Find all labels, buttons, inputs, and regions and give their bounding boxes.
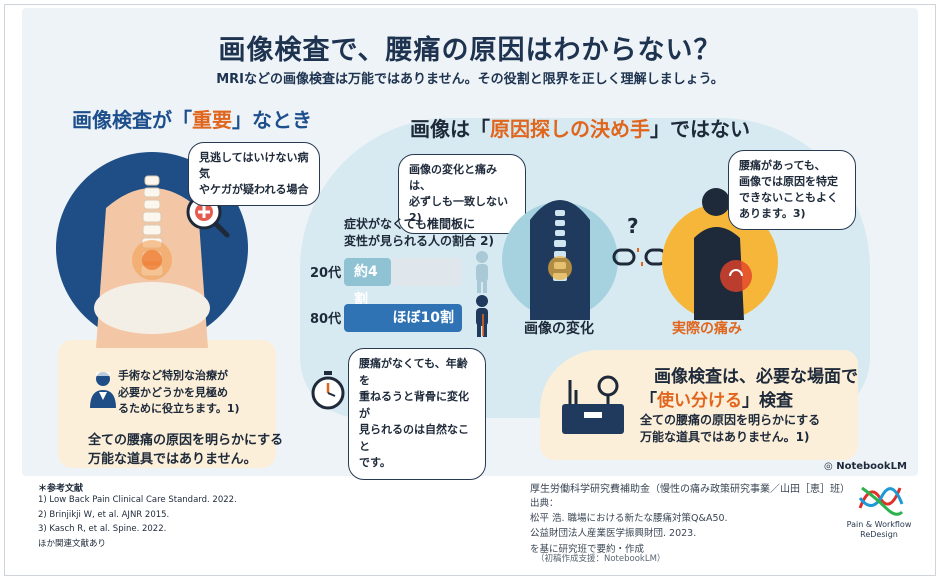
right-bubble-line-4: あります。3) bbox=[739, 206, 806, 220]
support-note: （初稿作成支援：NotebookLM） bbox=[536, 554, 666, 564]
stopwatch-icon bbox=[311, 371, 345, 410]
references-list: 1) Low Back Pain Clinical Care Standard.… bbox=[38, 494, 237, 552]
left-bottom-line-2: 万能な道具ではありません。 bbox=[88, 451, 257, 467]
source-line: 松平 浩. 職場における新たな腰痛対策Q&A50. bbox=[530, 513, 728, 525]
references-heading: ＊参考文献 bbox=[38, 484, 84, 494]
br-text-line-1: 全ての腰痛の原因を明らかにする bbox=[640, 413, 821, 427]
toolbox-icon bbox=[562, 375, 624, 434]
doctor-icon bbox=[90, 372, 116, 408]
left-bottom-text: 全ての腰痛の原因を明らかにする 万能な道具ではありません。 bbox=[88, 432, 283, 470]
pain-workflow-logo-icon bbox=[858, 486, 904, 516]
left-note-text: 手術など特別な治療が 必要かどうかを見極め るために役立ちます。1) bbox=[118, 368, 240, 418]
center-note-line-2: 重ねるうと背骨に変化が bbox=[359, 390, 469, 420]
left-title-pre: 画像検査が「 bbox=[72, 108, 192, 132]
br-heading-post: 」検査 bbox=[742, 391, 793, 411]
center-title-pre: 画像は「 bbox=[410, 117, 490, 141]
reference-item: 1) Low Back Pain Clinical Care Standard.… bbox=[38, 495, 237, 505]
caption-image-change: 画像の変化 bbox=[524, 321, 594, 337]
page-subtitle: MRIなどの画像検査は万能ではありません。その役割と限界を正しく理解しましょう。 bbox=[216, 72, 724, 87]
center-title-highlight: 原因探しの決め手 bbox=[490, 117, 650, 141]
spine-body-illustration bbox=[56, 152, 248, 348]
pain-workflow-logo-text: Pain & Workflow ReDesign bbox=[840, 520, 918, 541]
right-bubble-line-1: 腰痛があっても、 bbox=[739, 159, 826, 172]
age-label-80s: 80代 bbox=[310, 312, 342, 327]
question-mark: ? bbox=[627, 214, 639, 238]
logo-line-2: ReDesign bbox=[860, 530, 898, 540]
reference-item: 2) Brinjikji W, et al. AJNR 2015. bbox=[38, 509, 170, 520]
center-speech-bubble: 画像の変化と痛みは、 必ずしも一致しない 2) bbox=[398, 154, 526, 234]
right-bubble-line-3: できないこともよく bbox=[739, 190, 838, 204]
person-elderly-icon bbox=[476, 295, 488, 337]
center-note-line-3: 見られるのは自然なこと bbox=[359, 423, 469, 453]
center-title-post: 」ではない bbox=[650, 117, 750, 141]
left-section-title: 画像検査が「重要」なとき bbox=[72, 104, 312, 133]
xray-back-illustration bbox=[502, 200, 618, 320]
left-bubble-line-2: やケガが疑われる場合 bbox=[199, 182, 309, 196]
page-title: 画像検査で、腰痛の原因はわからない？ bbox=[218, 35, 722, 66]
center-note-bubble: 腰痛がなくても、年齢を 重ねるうと背骨に変化が 見られるのは自然なこと です。 bbox=[348, 348, 486, 480]
bottom-right-heading-2: 「使い分ける」検査 bbox=[640, 386, 793, 411]
caption-actual-pain: 実際の痛み bbox=[672, 321, 742, 337]
research-credit: 厚生労働科学研究費補助金（慢性の痛み政策研究事業／山田［恵］班） bbox=[530, 484, 850, 495]
left-note-line-2: 必要かどうかを見極め bbox=[118, 385, 228, 399]
reference-item: 3) Kasch R, et al. Spine. 2022. bbox=[38, 524, 167, 535]
pain-person-illustration bbox=[662, 188, 778, 320]
notebooklm-brand: ◎ NotebookLM bbox=[824, 461, 907, 472]
left-speech-bubble: 見逃してはいけない病気 やケガが疑われる場合 bbox=[188, 142, 320, 206]
br-text-line-2: 万能な道具ではありません。1) bbox=[640, 430, 810, 445]
source-line: 出典： bbox=[530, 498, 559, 509]
stat-label-line-2: 変性が見られる人の割合 2) bbox=[344, 233, 495, 248]
bottom-right-text: 全ての腰痛の原因を明らかにする 万能な道具ではありません。1) bbox=[640, 412, 820, 447]
left-bottom-line-1: 全ての腰痛の原因を明らかにする bbox=[88, 433, 284, 448]
logo-line-1: Pain & Workflow bbox=[846, 520, 912, 529]
center-bubble-line-2: 必ずしも一致しない 2) bbox=[409, 194, 508, 224]
brand-icon: ◎ bbox=[824, 461, 837, 472]
center-note-line-4: です。 bbox=[359, 456, 391, 469]
left-note-line-1: 手術など特別な治療が bbox=[118, 369, 228, 382]
stat-label-line-1: 症状がなくても椎間板に bbox=[344, 217, 476, 231]
right-bubble-line-2: 画像では原因を特定 bbox=[739, 174, 838, 188]
bottom-right-heading-1: 画像検査は、必要な場面で bbox=[654, 367, 858, 387]
source-line: 公益財団法人産業医学振興財団. 2023. bbox=[530, 528, 697, 540]
source-line: を基に研究班で要約・作成 bbox=[530, 543, 645, 555]
br-heading-highlight: 使い分ける bbox=[657, 391, 742, 411]
left-title-post: 」なとき bbox=[232, 108, 312, 132]
center-section-title: 画像は「原因探しの決め手」ではない bbox=[410, 113, 750, 142]
age-label-20s: 20代 bbox=[310, 266, 342, 281]
right-speech-bubble: 腰痛があっても、 画像では原因を特定 できないこともよく あります。3) bbox=[728, 150, 856, 230]
left-title-highlight: 重要 bbox=[192, 108, 232, 132]
bar-20s: 約4割 bbox=[344, 258, 391, 308]
brand-text: NotebookLM bbox=[836, 461, 907, 472]
source-block: 出典： 松平 浩. 職場における新たな腰痛対策Q&A50. 公益財団法人産業医学… bbox=[530, 496, 728, 557]
center-note-line-1: 腰痛がなくても、年齢を bbox=[359, 357, 468, 387]
left-bubble-line-1: 見逃してはいけない病気 bbox=[199, 151, 309, 180]
br-heading-pre: 「 bbox=[640, 391, 657, 411]
bar-80s: ほぼ10割 bbox=[344, 304, 462, 332]
reference-item: ほか関連文献あり bbox=[38, 538, 107, 549]
left-note-line-3: るために役立ちます。1) bbox=[118, 402, 240, 415]
center-bubble-line-1: 画像の変化と痛みは、 bbox=[409, 163, 497, 192]
person-young-icon bbox=[476, 251, 488, 293]
stat-label: 症状がなくても椎間板に 変性が見られる人の割合 2) bbox=[344, 216, 494, 250]
